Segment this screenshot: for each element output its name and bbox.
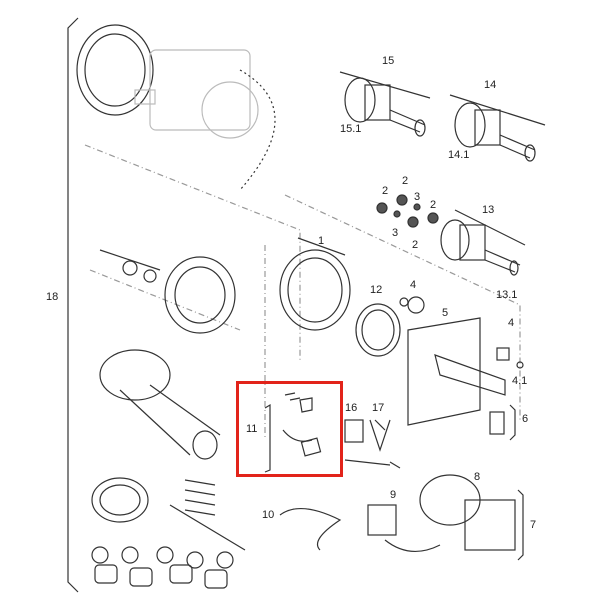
label-13: 13 [482, 204, 495, 216]
battery-16 [344, 419, 364, 443]
label-2: 2 [402, 175, 409, 187]
label-14: 14 [484, 79, 497, 91]
label-11: 11 [246, 423, 258, 435]
cartridge-14 [454, 102, 536, 162]
label-18: 18 [46, 291, 59, 303]
bracket-7 [517, 489, 524, 561]
cover-plate-5 [407, 317, 506, 426]
label-16: 16 [345, 402, 358, 414]
bracket-1 [297, 237, 346, 256]
cable-10 [279, 507, 342, 551]
template-disc [239, 69, 276, 191]
cable-16 [344, 459, 401, 469]
label-5: 5 [442, 307, 449, 319]
aerator-6 [489, 411, 505, 435]
bracket-18 [67, 17, 79, 593]
label-3: 3 [392, 227, 399, 239]
part-4-right [496, 347, 524, 369]
label-3: 3 [414, 191, 421, 203]
control-unit-8 [419, 474, 516, 551]
fittings-row [91, 546, 234, 589]
label-14-1: 14.1 [448, 149, 470, 161]
label-2: 2 [382, 185, 389, 197]
bracket-15 [339, 71, 431, 99]
power-unit-9 [367, 504, 441, 552]
seals-2-3 [376, 194, 439, 228]
bracket-14 [449, 94, 546, 126]
ring-and-screws [91, 477, 246, 551]
label-4: 4 [410, 279, 417, 291]
label-4: 4 [508, 317, 515, 329]
mounting-ring-1 [279, 249, 351, 331]
gasket-ring [76, 24, 154, 116]
valve-body [134, 49, 259, 139]
bracket-6 [509, 404, 516, 441]
valve-assembly-left [99, 249, 236, 334]
bracket-13 [454, 209, 526, 246]
holder-17 [369, 419, 391, 452]
label-6: 6 [522, 413, 529, 425]
label-7: 7 [530, 519, 537, 531]
label-4-1: 4.1 [512, 375, 528, 387]
label-2: 2 [412, 239, 419, 251]
label-9: 9 [390, 489, 397, 501]
highlight-box-part-11 [236, 381, 343, 477]
washer-4 [399, 296, 425, 314]
sleeve-body [99, 349, 221, 460]
label-8: 8 [474, 471, 481, 483]
label-2: 2 [430, 199, 437, 211]
cartridge-13 [440, 219, 521, 276]
label-12: 12 [370, 284, 383, 296]
nut-12 [355, 303, 401, 357]
label-10: 10 [262, 509, 275, 521]
label-1: 1 [318, 235, 325, 247]
label-17: 17 [372, 402, 385, 414]
sensor-cable-11 [264, 392, 322, 473]
label-15-1: 15.1 [340, 123, 362, 135]
label-15: 15 [382, 55, 395, 67]
label-13-1: 13.1 [496, 289, 518, 301]
